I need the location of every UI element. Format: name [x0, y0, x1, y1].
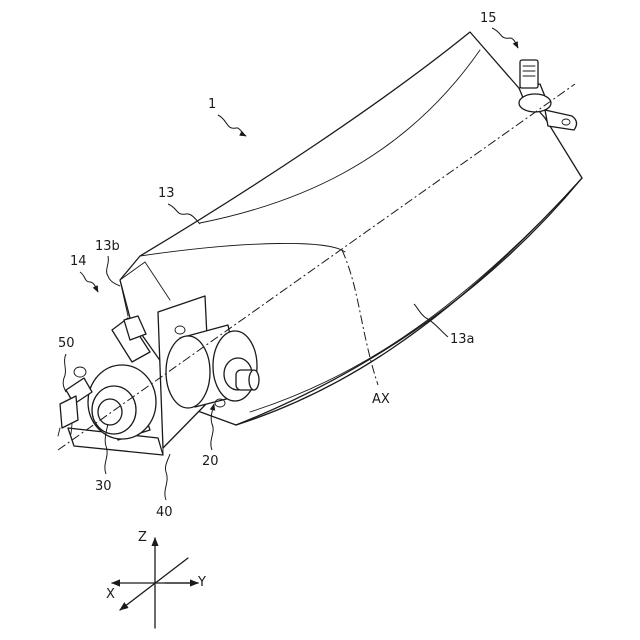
label-clamp: 15 [480, 11, 497, 26]
axis-label-y: Y [197, 575, 206, 590]
label-cover-surface: 13a [450, 332, 475, 347]
roller [88, 365, 156, 440]
label-cover: 13 [158, 186, 175, 201]
label-roller: 30 [95, 479, 112, 494]
label-sensor: 50 [58, 336, 75, 351]
axis-label-x: X [106, 587, 115, 602]
motor [166, 325, 259, 408]
label-axis: AX [372, 392, 390, 407]
label-motor: 20 [202, 454, 219, 469]
sensor [58, 367, 92, 436]
label-bracket: 40 [156, 505, 173, 520]
label-device: 1 [208, 97, 216, 112]
label-cover-end: 13b [95, 239, 120, 254]
label-end-unit: 14 [70, 254, 87, 269]
coordinate-axes: Z Y X [106, 530, 206, 628]
axis-label-z: Z [138, 530, 147, 545]
